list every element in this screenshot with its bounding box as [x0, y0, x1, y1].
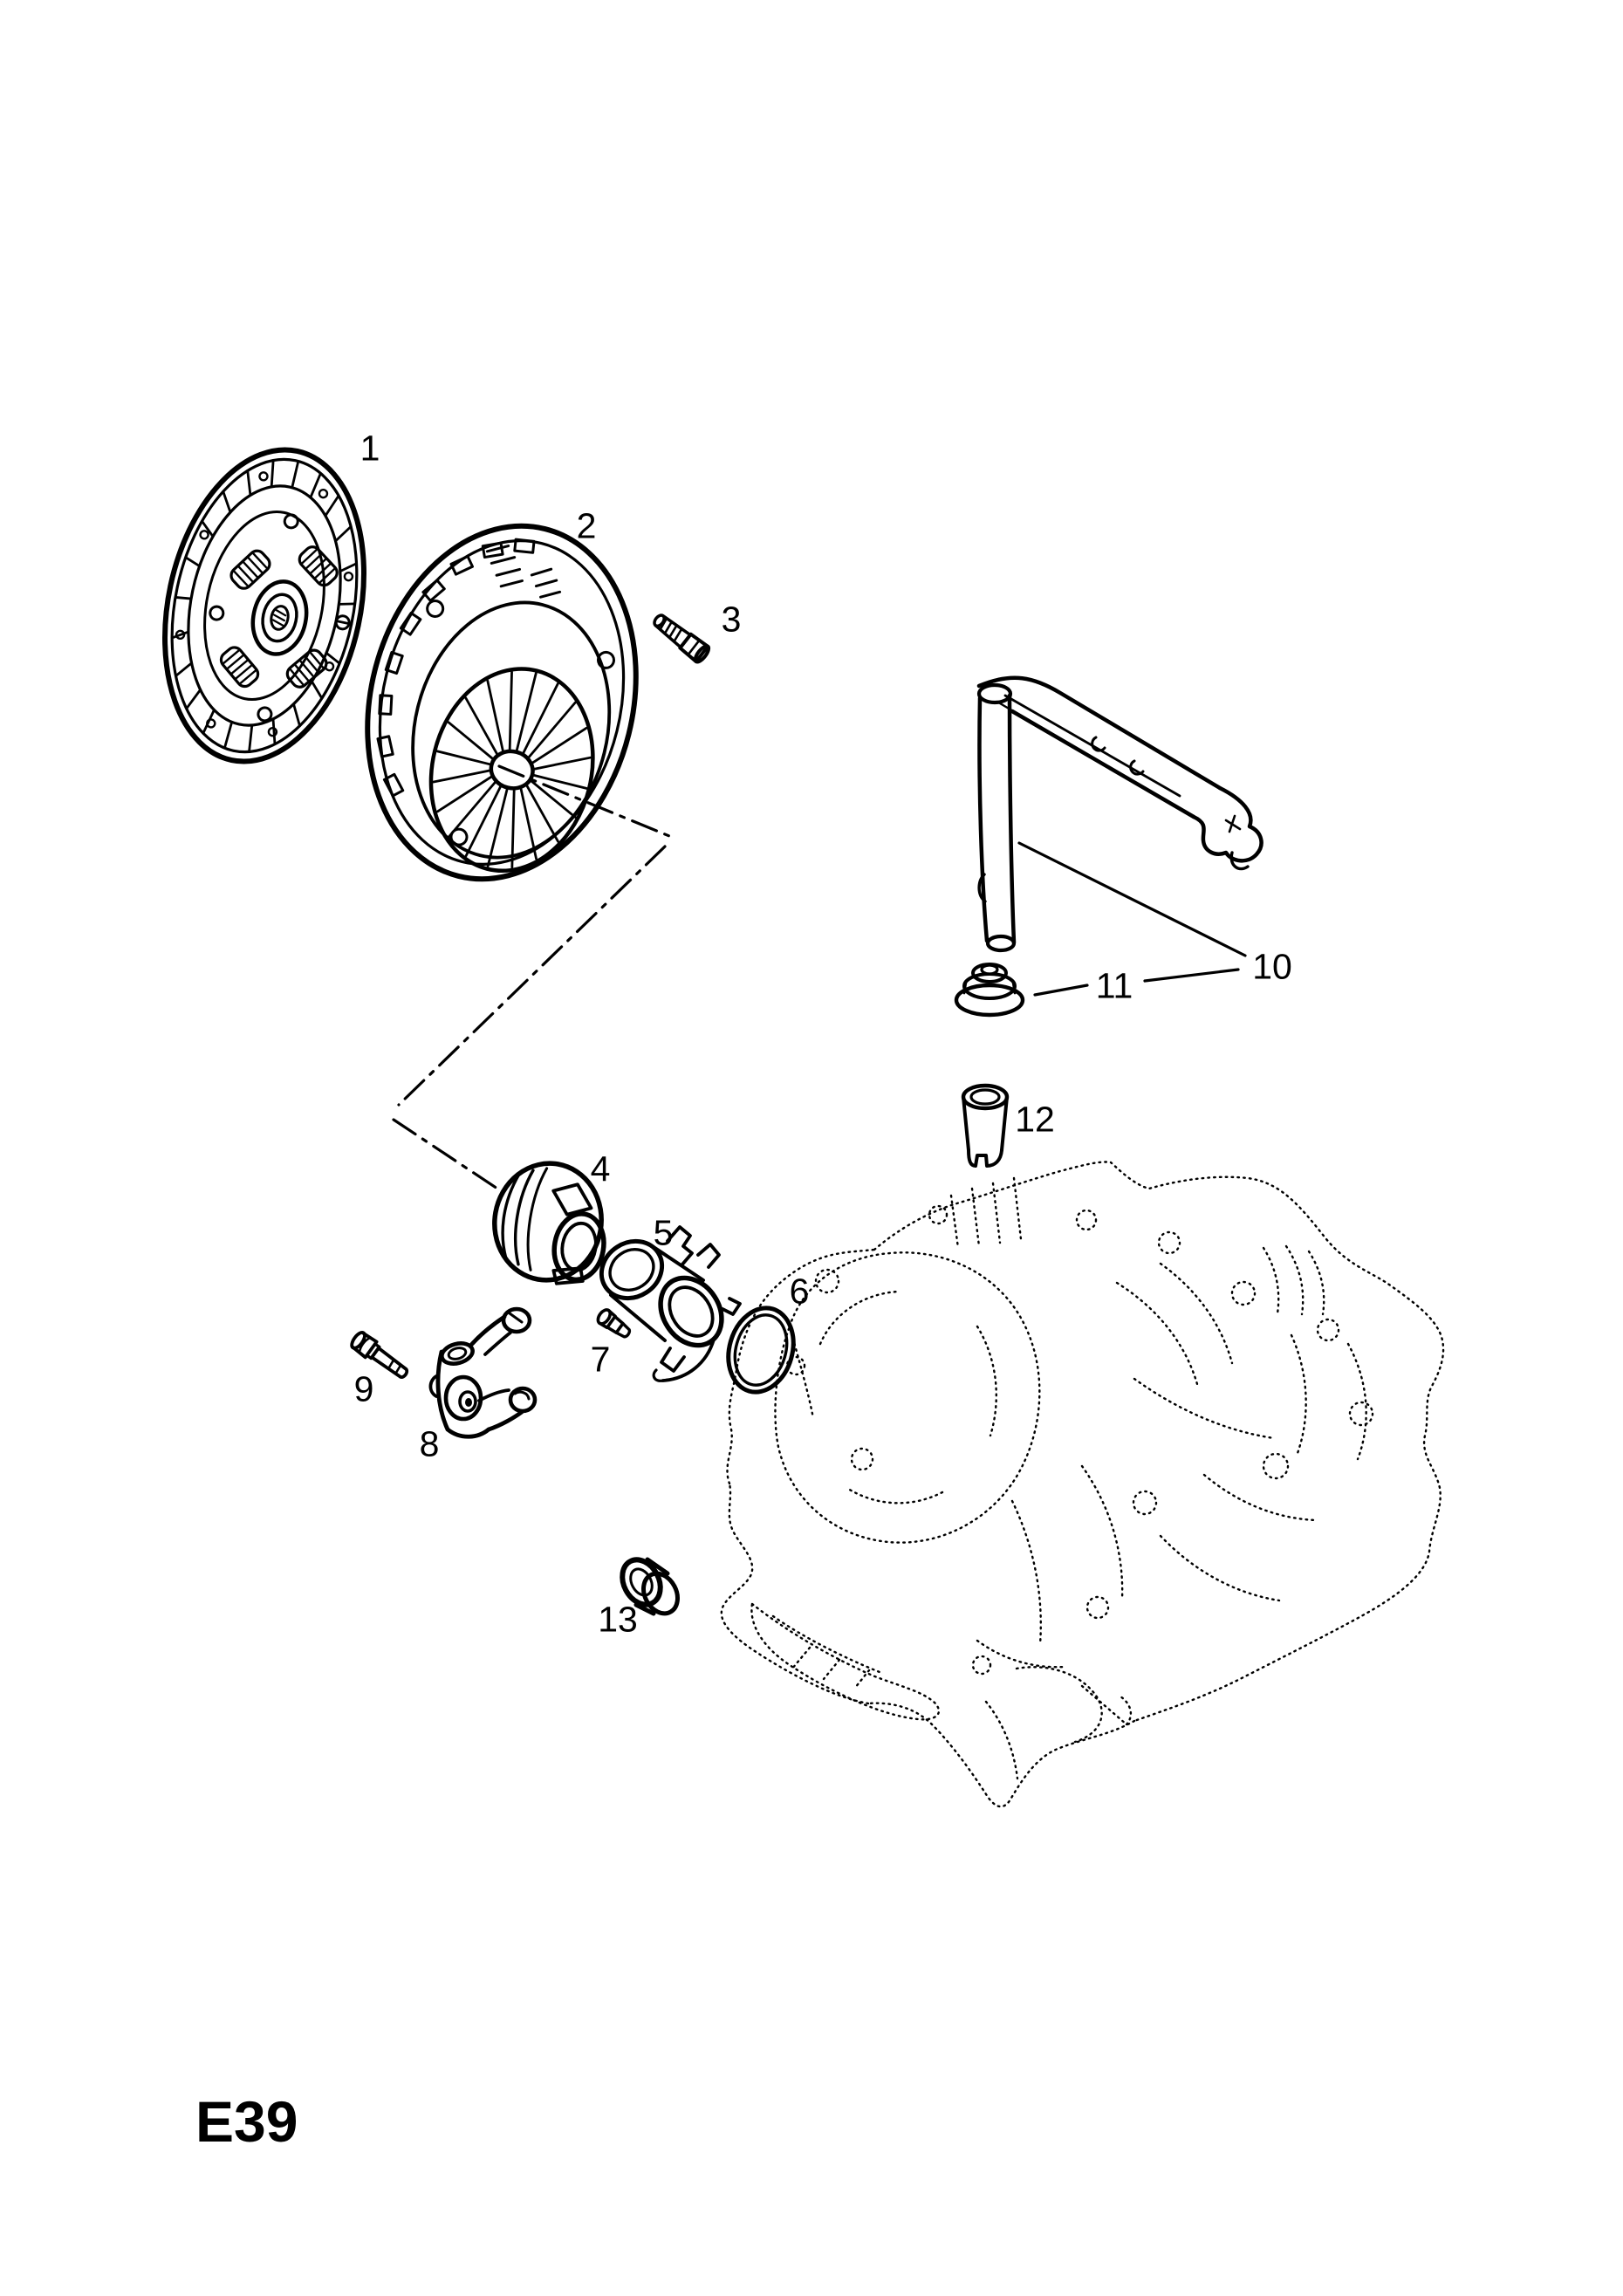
part-callout-1: 1 — [360, 428, 380, 469]
page-code: E39 — [195, 2089, 298, 2154]
release-fork-drawing — [428, 1306, 538, 1439]
plate-diaphragm — [428, 667, 595, 874]
part-callout-8: 8 — [419, 1423, 440, 1464]
assembly-axis-line — [392, 764, 671, 1190]
release-bearing-drawing — [492, 1161, 606, 1285]
part-callout-2: 2 — [576, 505, 597, 546]
part-callout-11: 11 — [1095, 965, 1133, 1006]
clutch-disc-drawing — [162, 447, 366, 764]
guide-sleeve-drawing — [599, 1225, 742, 1382]
part-callout-9: 9 — [353, 1368, 374, 1409]
transmission-case-sketch — [720, 1161, 1445, 1808]
part-callout-6: 6 — [789, 1271, 810, 1312]
disc-friction-segments — [170, 459, 358, 753]
bushing-12-drawing — [961, 1083, 1010, 1168]
part-callout-4: 4 — [590, 1148, 611, 1189]
pressure-plate-drawing — [365, 523, 639, 882]
plate-cover-band — [376, 538, 615, 846]
leader-11 — [1033, 984, 1089, 997]
bolt-3-drawing — [653, 613, 711, 664]
pin-7-drawing — [596, 1308, 632, 1339]
leader-10b — [1143, 968, 1240, 983]
cap-13-drawing — [620, 1557, 680, 1616]
leader-10a — [1017, 841, 1247, 957]
part-callout-13: 13 — [598, 1599, 638, 1640]
part-callout-7: 7 — [590, 1339, 611, 1380]
part-callout-10: 10 — [1252, 946, 1292, 987]
bolt-9-drawing — [350, 1331, 409, 1379]
disc-hub — [250, 579, 309, 656]
grommet-drawing — [954, 963, 1025, 1018]
leader-lines — [1017, 841, 1247, 997]
part-callout-12: 12 — [1015, 1099, 1055, 1140]
part-callout-5: 5 — [653, 1212, 674, 1253]
part-callout-3: 3 — [721, 599, 742, 640]
release-lever-drawing — [976, 675, 1263, 953]
